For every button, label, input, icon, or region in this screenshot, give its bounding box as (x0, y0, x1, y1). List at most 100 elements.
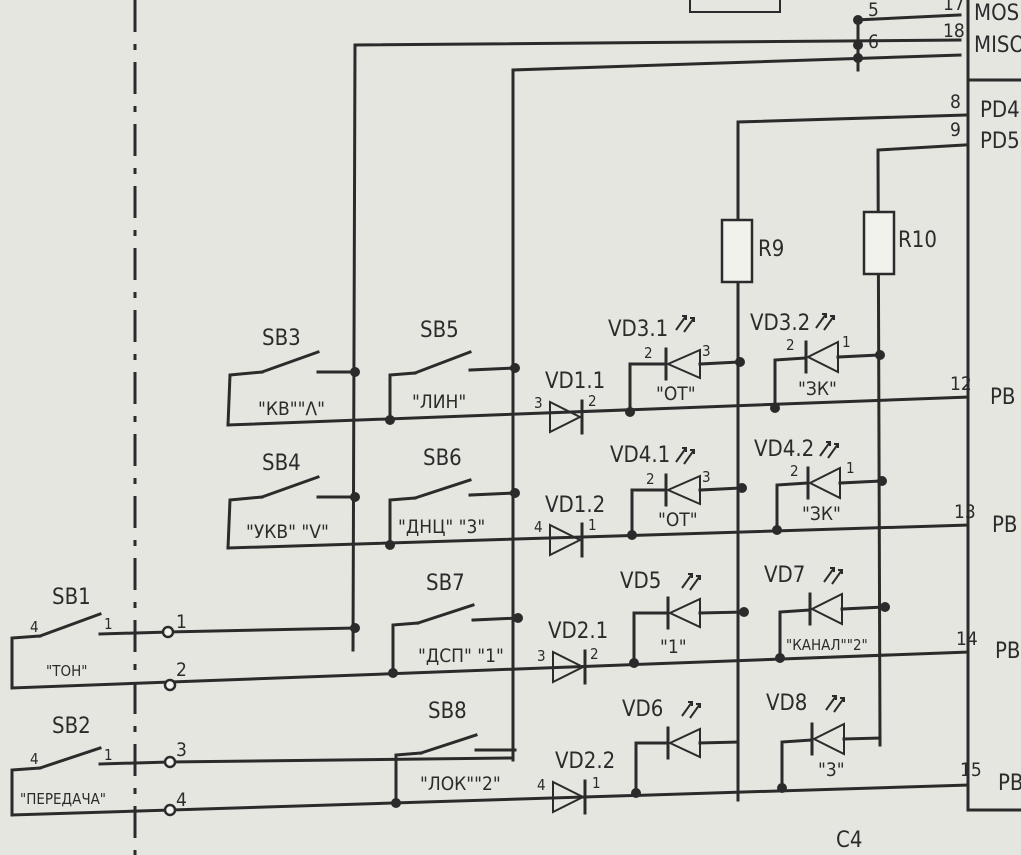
net-6: 6 (868, 31, 879, 53)
net-5: 5 (868, 0, 879, 21)
led-arrows (675, 313, 845, 719)
mcu-pin-12-num: 12 (950, 373, 972, 395)
led-vd4-2 (772, 466, 887, 535)
mcu-pin-17-num: 17 (943, 0, 965, 15)
r10-name: R10 (898, 228, 937, 253)
sb1-pin-b: 1 (104, 615, 113, 633)
vd3-2-caption: "ЗК" (798, 378, 837, 400)
switch-sb1 (10, 612, 360, 690)
sb8-name: SB8 (428, 699, 467, 724)
vd3-2-name: VD3.2 (750, 311, 810, 336)
vd4-1-caption: "ОТ" (658, 509, 698, 531)
vd7-caption: "КАНАЛ""2" (786, 636, 868, 654)
vd1-1-name: VD1.1 (545, 369, 605, 394)
r9-name: R9 (758, 237, 784, 262)
vd1-2-pin-a: 4 (534, 518, 543, 536)
mcu-pin-13-label: PB (992, 513, 1018, 538)
vd4-2-pin-a: 2 (790, 462, 799, 480)
led-vd3-2 (770, 340, 885, 413)
vd3-1-pin-b: 3 (702, 342, 711, 360)
vd1-1-pin-b: 2 (588, 392, 597, 410)
sb4-name: SB4 (262, 451, 301, 476)
vd2-2-pin-b: 1 (592, 774, 601, 792)
sb8-caption: "ЛОК""2" (420, 773, 501, 795)
sb3-name: SB3 (262, 326, 301, 351)
vd1-2-pin-b: 1 (588, 516, 597, 534)
terminal-4 (163, 803, 177, 817)
diode-vd2-1 (552, 649, 587, 685)
sb7-name: SB7 (426, 571, 465, 596)
vd5-name: VD5 (620, 569, 661, 594)
connector-pin-1: 1 (176, 611, 187, 633)
vd3-1-pin-a: 2 (644, 344, 653, 362)
sb2-pin-b: 1 (104, 746, 113, 764)
diode-vd1-1 (549, 399, 584, 435)
led-vd8 (777, 722, 882, 793)
switch-sb5 (385, 350, 520, 425)
led-vd3-1 (625, 347, 745, 417)
sb5-name: SB5 (420, 318, 459, 343)
resistor-r10 (862, 210, 896, 276)
row-wire-12 (226, 395, 970, 427)
vd2-1-name: VD2.1 (548, 619, 608, 644)
led-vd6 (631, 726, 740, 798)
mcu-pin-15-label: PB (998, 771, 1021, 796)
sb1-pin-a: 4 (30, 618, 39, 636)
mcu-pin-18-num: 18 (943, 20, 965, 42)
vd4-2-caption: "ЗК" (802, 503, 841, 525)
mcu-pin-9-num: 9 (950, 119, 961, 141)
sb1-caption: "ТОН" (46, 662, 87, 680)
mcu-pin-8-num: 8 (950, 91, 961, 113)
switch-sb8 (391, 733, 517, 808)
vd4-1-pin-a: 2 (646, 470, 655, 488)
mcu-pin-17-label: MOSI (974, 1, 1021, 26)
switch-sb4 (226, 475, 360, 550)
terminal-3 (163, 755, 177, 769)
vd2-1-pin-b: 2 (590, 645, 599, 663)
pd4-line (736, 113, 967, 802)
sb1-name: SB1 (52, 585, 91, 610)
diode-vd1-2 (549, 522, 584, 558)
c4-name: C4 (836, 828, 862, 853)
row-wire-13 (226, 523, 970, 550)
sb5-caption: "ЛИН" (412, 391, 466, 413)
vd8-name: VD8 (766, 691, 807, 716)
connector-pin-3: 3 (176, 739, 187, 761)
sb6-caption: "ДНЦ" "3" (398, 516, 485, 538)
vd4-1-name: VD4.1 (610, 443, 670, 468)
vd8-caption: "3" (818, 759, 845, 781)
mosi-bus (689, 0, 962, 25)
connector-pin-4: 4 (176, 789, 187, 811)
vd4-1-pin-b: 3 (702, 468, 711, 486)
vd5-caption: "1" (660, 636, 687, 658)
resistor-r9 (720, 218, 754, 284)
mcu-pin-9-label: PD5 (980, 129, 1020, 154)
vd1-2-name: VD1.2 (545, 493, 605, 518)
bus-6 (511, 53, 962, 762)
mcu-pin-8-label: PD4 (980, 98, 1020, 123)
terminal-1 (161, 625, 175, 639)
diode-vd2-2 (552, 779, 587, 815)
vd2-1-pin-a: 3 (537, 647, 546, 665)
vd1-1-pin-a: 3 (534, 394, 543, 412)
switch-sb3 (226, 350, 360, 427)
connector-x1 (161, 625, 177, 817)
sb7-caption: "ДСП" "1" (418, 645, 504, 667)
vd6-name: VD6 (622, 697, 663, 722)
mcu-chip-body (966, 0, 1021, 812)
mcu-pin-12-label: PB (990, 385, 1016, 410)
vd2-2-pin-a: 4 (537, 776, 546, 794)
sb4-caption: "УКВ" "V" (246, 521, 329, 543)
sb2-caption: "ПЕРЕДАЧА" (20, 790, 106, 808)
sb2-name: SB2 (52, 714, 91, 739)
mcu-pin-15-num: 15 (960, 759, 982, 781)
sb2-pin-a: 4 (30, 750, 39, 768)
mcu-pin-14-label: PB (995, 639, 1021, 664)
connector-pin-2: 2 (176, 659, 187, 681)
led-vd4-1 (627, 473, 747, 540)
sb6-name: SB6 (423, 446, 462, 471)
vd3-1-name: VD3.1 (608, 317, 668, 342)
vd3-1-caption: "ОТ" (656, 383, 696, 405)
